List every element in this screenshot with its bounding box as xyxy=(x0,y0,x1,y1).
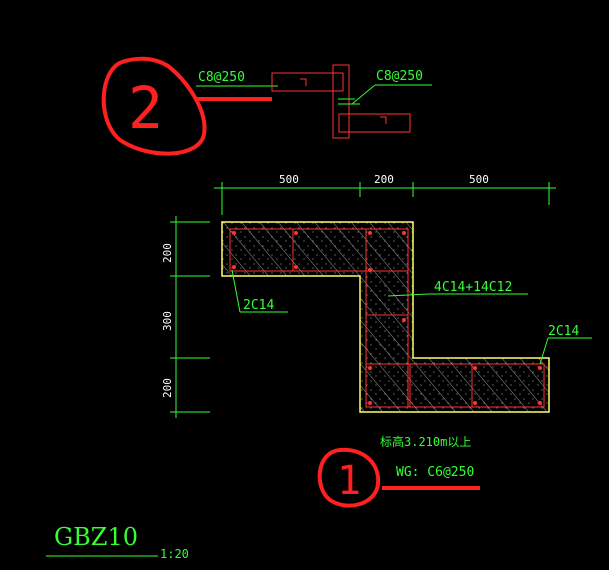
top-dimensions: 500 200 500 xyxy=(214,173,556,215)
markup-circle-2: 2 xyxy=(101,56,207,156)
stirrup-bar-upper xyxy=(271,72,344,92)
dim-top-2: 200 xyxy=(374,173,394,186)
circle-1-number: 1 xyxy=(337,458,361,504)
stirrup-bar-lower xyxy=(338,113,411,133)
section-labels: 2C14 4C14+14C12 2C14 xyxy=(231,269,592,365)
wall-section xyxy=(221,221,550,413)
wall-hatch xyxy=(222,222,549,412)
corner-left-label: 2C14 xyxy=(243,298,274,313)
stirrup-detail-right-label: C8@250 xyxy=(376,69,423,84)
hook-marks xyxy=(300,78,387,124)
drawing-scale: 1:20 xyxy=(160,547,189,561)
dim-left-3: 200 xyxy=(161,378,174,398)
dim-top-1: 500 xyxy=(279,173,299,186)
markup-circle-1: 1 xyxy=(317,447,381,508)
corner-right-label: 2C14 xyxy=(548,324,579,339)
rebar-dots xyxy=(232,231,542,405)
rebar-main-label: 4C14+14C12 xyxy=(434,280,512,295)
leader-line-right xyxy=(351,84,376,105)
dim-top-3: 500 xyxy=(469,173,489,186)
leader-main xyxy=(387,293,429,297)
left-dimensions: 200 300 200 xyxy=(161,216,210,418)
circle-2-number: 2 xyxy=(128,74,163,142)
rebar-cage-bottom xyxy=(365,363,545,408)
stirrup-detail-2: C8@250 C8@250 xyxy=(196,64,432,139)
drawing-title: GBZ10 xyxy=(54,523,138,551)
leader-corner-left xyxy=(231,269,241,313)
dim-left-2: 300 xyxy=(161,311,174,331)
stirrup-detail-left-label: C8@250 xyxy=(198,70,245,85)
stirrup-bar-vertical xyxy=(332,64,350,139)
dim-left-1: 200 xyxy=(161,243,174,263)
notes: 标高3.210m以上 WG: C6@250 xyxy=(380,434,480,490)
elevation-note: 标高3.210m以上 xyxy=(380,434,471,449)
leader-corner-right xyxy=(539,337,549,365)
title-block: GBZ10 1:20 xyxy=(46,523,189,561)
stirrup-spec-label: WG: C6@250 xyxy=(396,465,474,480)
